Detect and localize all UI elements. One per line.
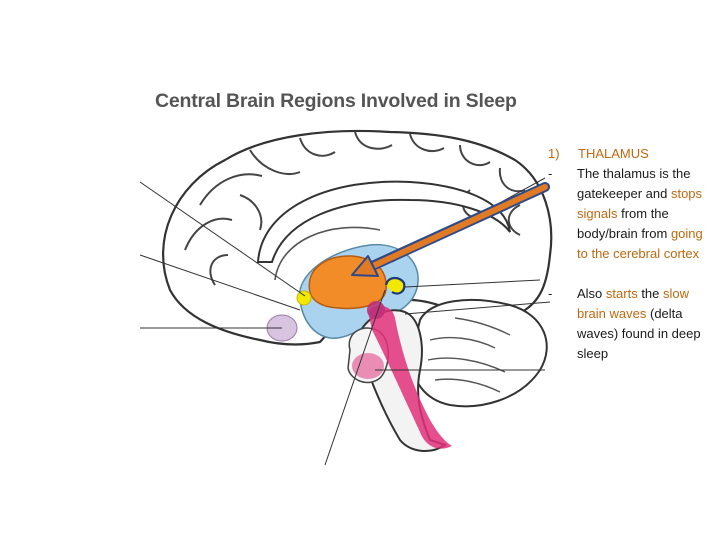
highlight-marker <box>384 276 406 295</box>
bullet-dash: - <box>548 166 553 181</box>
text-part: the <box>637 286 663 301</box>
figure-title: Central Brain Regions Involved in Sleep <box>155 90 517 112</box>
reticular-formation <box>368 305 452 449</box>
cerebellum-folds <box>427 317 511 393</box>
highlight-text: going to the cerebral cortex <box>577 226 703 261</box>
heading-text: THALAMUS <box>578 146 649 161</box>
highlight-text: stops signals <box>577 186 703 221</box>
bullet-slow-waves: - Also starts the slow brain waves (delt… <box>548 284 718 364</box>
corpus-callosum <box>256 180 511 263</box>
text-part: (delta waves) found in deep sleep <box>577 306 701 361</box>
text-part: from the body/brain from <box>577 206 671 241</box>
fornix <box>274 226 381 281</box>
cerebellum <box>410 299 548 408</box>
pons-nucleus <box>352 353 384 379</box>
thalamus-notes: 1) THALAMUS - The thalamus is the gateke… <box>548 144 718 364</box>
gyri-folds <box>184 131 526 286</box>
bullet-gatekeeper: - The thalamus is the gatekeeper and sto… <box>548 164 718 264</box>
highlight-text: slow brain waves <box>577 286 690 321</box>
pineal-gland <box>296 290 312 306</box>
text-part: The thalamus is the gatekeeper and <box>577 166 691 201</box>
bullet-text: The thalamus is the gatekeeper and stops… <box>577 164 705 264</box>
pointer-lines <box>139 177 551 466</box>
highlight-text: starts <box>605 286 638 301</box>
heading-number: 1) <box>548 146 560 161</box>
cerebrum-outline <box>162 129 553 346</box>
arrow-to-thalamus <box>351 182 550 277</box>
bullet-dash: - <box>548 286 553 301</box>
bullet-text: Also starts the slow brain waves (delta … <box>577 284 705 364</box>
text-part: Also <box>577 286 606 301</box>
raphe-nucleus <box>367 301 385 319</box>
notes-heading: 1) THALAMUS <box>548 144 718 164</box>
